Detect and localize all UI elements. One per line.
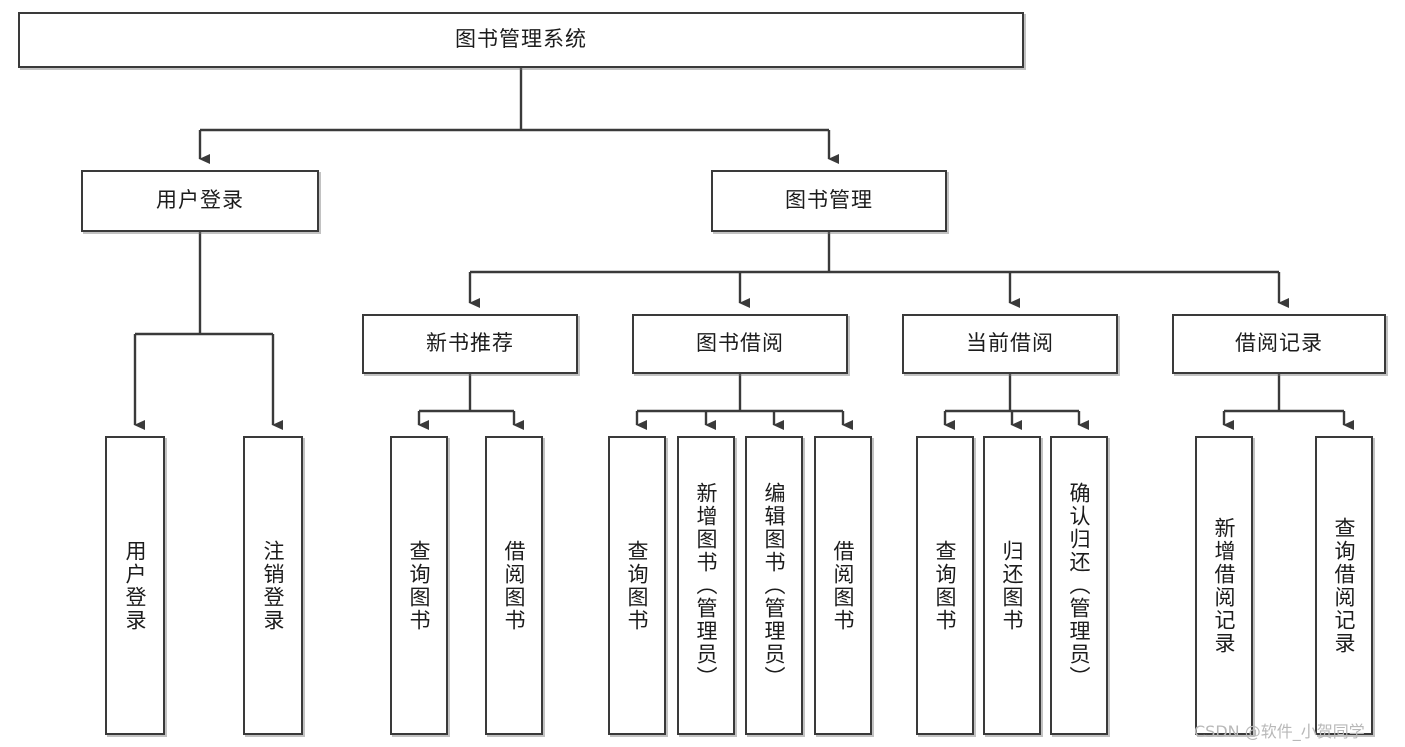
node-leaf-add-borrow-record-label: 新增借阅记录: [1212, 516, 1237, 655]
node-book-borrow[interactable]: 图书借阅: [632, 314, 848, 374]
node-leaf-user-login-label: 用户登录: [123, 539, 148, 632]
node-user-login-label: 用户登录: [156, 188, 244, 213]
node-leaf-logout-login-label: 注销登录: [261, 539, 286, 632]
node-leaf-query-book-borrow-label: 查询图书: [625, 539, 650, 632]
node-root-system[interactable]: 图书管理系统: [18, 12, 1024, 68]
node-leaf-query-borrow-record-label: 查询借阅记录: [1332, 516, 1357, 655]
node-leaf-add-book-admin-label: 新增图书（管理员）: [694, 482, 719, 689]
node-leaf-borrow-book-recommend[interactable]: 借阅图书: [485, 436, 543, 735]
node-leaf-query-borrow-record[interactable]: 查询借阅记录: [1315, 436, 1373, 735]
node-leaf-add-book-admin[interactable]: 新增图书（管理员）: [677, 436, 735, 735]
node-leaf-borrow-book-borrow-label: 借阅图书: [831, 539, 856, 632]
node-leaf-edit-book-admin-label: 编辑图书（管理员）: [762, 482, 787, 689]
node-leaf-logout-login[interactable]: 注销登录: [243, 436, 303, 735]
node-new-book-recommend[interactable]: 新书推荐: [362, 314, 578, 374]
node-current-borrow-label: 当前借阅: [966, 331, 1054, 356]
node-new-book-recommend-label: 新书推荐: [426, 331, 514, 356]
node-root-system-label: 图书管理系统: [455, 27, 587, 52]
node-leaf-confirm-return-admin-label: 确认归还（管理员）: [1067, 482, 1092, 689]
node-user-login[interactable]: 用户登录: [81, 170, 319, 232]
node-leaf-query-book-recommend-label: 查询图书: [407, 539, 432, 632]
node-leaf-return-book[interactable]: 归还图书: [983, 436, 1041, 735]
node-book-management[interactable]: 图书管理: [711, 170, 947, 232]
node-leaf-edit-book-admin[interactable]: 编辑图书（管理员）: [745, 436, 803, 735]
node-leaf-query-book-current-label: 查询图书: [933, 539, 958, 632]
node-leaf-user-login[interactable]: 用户登录: [105, 436, 165, 735]
node-leaf-add-borrow-record[interactable]: 新增借阅记录: [1195, 436, 1253, 735]
node-book-management-label: 图书管理: [785, 188, 873, 213]
node-borrow-record[interactable]: 借阅记录: [1172, 314, 1386, 374]
node-leaf-confirm-return-admin[interactable]: 确认归还（管理员）: [1050, 436, 1108, 735]
node-borrow-record-label: 借阅记录: [1235, 331, 1323, 356]
node-leaf-borrow-book-recommend-label: 借阅图书: [502, 539, 527, 632]
node-leaf-borrow-book-borrow[interactable]: 借阅图书: [814, 436, 872, 735]
node-leaf-return-book-label: 归还图书: [1000, 539, 1025, 632]
node-leaf-query-book-current[interactable]: 查询图书: [916, 436, 974, 735]
node-leaf-query-book-borrow[interactable]: 查询图书: [608, 436, 666, 735]
node-current-borrow[interactable]: 当前借阅: [902, 314, 1118, 374]
node-leaf-query-book-recommend[interactable]: 查询图书: [390, 436, 448, 735]
node-book-borrow-label: 图书借阅: [696, 331, 784, 356]
